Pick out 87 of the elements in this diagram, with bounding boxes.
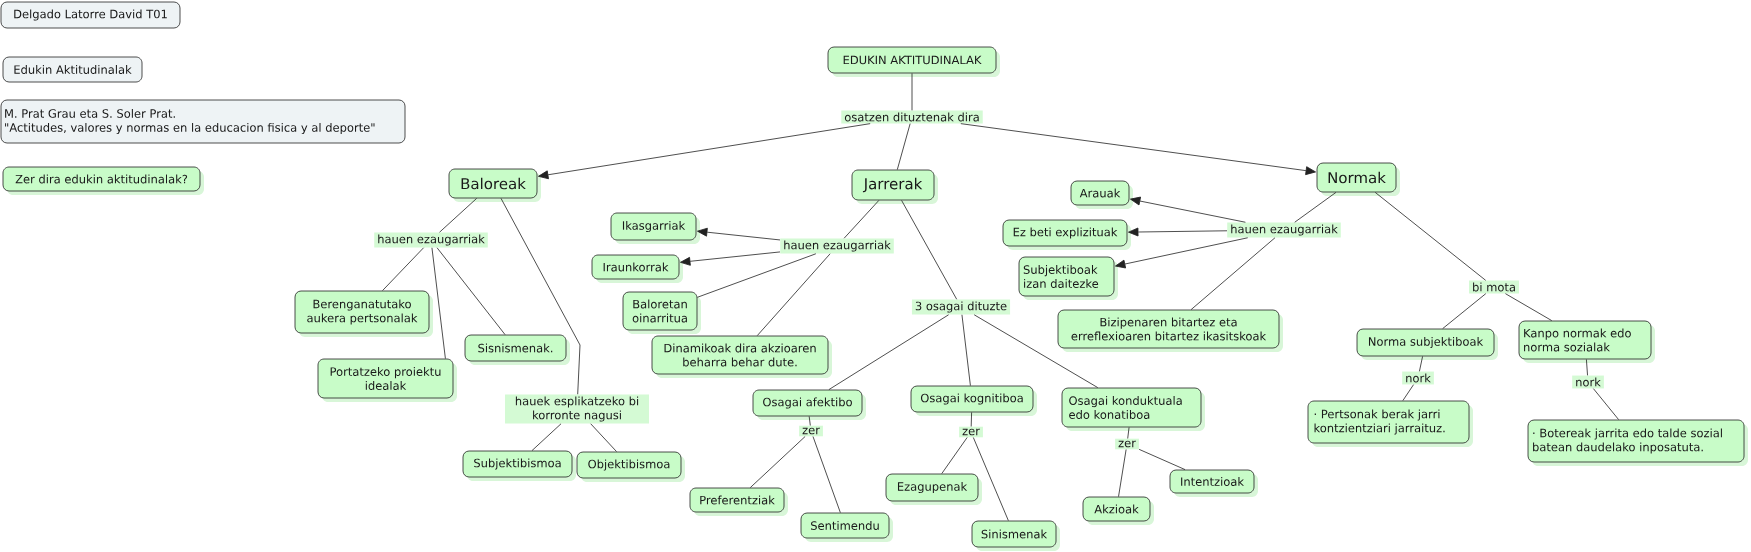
connector-line <box>1294 192 1337 223</box>
arrow <box>680 251 781 266</box>
connector-line <box>1586 359 1588 376</box>
concept-box: Sisnismenak. <box>464 334 570 365</box>
arrow <box>697 227 781 241</box>
concept-box: Baloreak <box>448 168 541 202</box>
connector-line <box>531 423 562 451</box>
connector-line <box>972 437 1009 521</box>
linking-phrase: hauen ezaugarriak <box>374 232 488 248</box>
connector-line <box>808 416 811 426</box>
connector-line <box>1402 384 1414 401</box>
concept-box: Intentzioak <box>1169 469 1258 497</box>
concept-box: Bizipenaren bitartez eta erreflexioaren bitartez ikasitskoak <box>1057 309 1283 352</box>
arrow <box>960 123 1316 176</box>
concept-box: · Pertsonak berak jarri kontzientziari jarraituz. <box>1307 400 1473 447</box>
connector-line <box>1505 293 1553 321</box>
linking-phrase: zer <box>1115 438 1139 450</box>
connector-line <box>973 314 1099 388</box>
concept-box: Subjektiboak izan daitezke <box>1018 256 1118 300</box>
concept-box: Osagai afektibo <box>752 389 866 420</box>
linking-phrase: zer <box>959 426 983 438</box>
arrow <box>1130 196 1246 223</box>
connector-line <box>843 200 880 239</box>
connector-line <box>828 314 949 390</box>
connector-line <box>1118 449 1127 497</box>
concept-box: Ez beti explizituak <box>1002 219 1131 250</box>
linking-phrase: nork <box>1572 375 1604 389</box>
concept-box: Baloretan oinarritua <box>622 291 701 334</box>
concept-box: Osagai konduktuala edo konatiboa <box>1061 387 1205 431</box>
concept-box: Normak <box>1316 162 1400 196</box>
connector-line <box>911 73 913 111</box>
concept-box: Norma subjektiboak <box>1356 328 1498 360</box>
arrow <box>538 123 871 180</box>
connector-line <box>697 253 817 298</box>
concept-box: Jarrerak <box>851 169 938 204</box>
arrow <box>1128 227 1228 237</box>
connector-line <box>961 314 971 386</box>
concept-box: Preferentziak <box>689 487 788 516</box>
concept-box: Portatzeko proiektu idealak <box>317 358 457 402</box>
connector-line <box>1127 427 1130 439</box>
concept-box: Sentimendu <box>800 512 893 542</box>
connector-line <box>1138 448 1186 470</box>
note-box: M. Prat Grau eta S. Soler Prat. "Actitudes, valores y normas en la educacion fisica y al deporte" <box>0 99 406 144</box>
linking-phrase: bi mota <box>1469 280 1519 294</box>
connector-line <box>1442 293 1487 329</box>
linking-phrase: hauek esplikatzeko bi korronte nagusi <box>505 394 649 424</box>
concept-box: Akzioak <box>1082 496 1154 525</box>
linking-phrase: hauen ezaugarriak <box>1227 222 1341 238</box>
connector-line <box>970 412 972 427</box>
linking-phrase: 3 osagai dituzte <box>911 299 1011 315</box>
concept-box: Ezagupenak <box>885 473 982 505</box>
connector-line <box>1374 192 1487 281</box>
connector-line <box>749 436 806 488</box>
linking-phrase: zer <box>799 425 823 437</box>
concept-box: Dinamikoak dira akzioaren beharra behar dute. <box>651 335 832 378</box>
arrow <box>1115 237 1249 269</box>
concept-box: · Botereak jarrita edo talde sozial batean daudelako inposatuta. <box>1527 419 1748 466</box>
connector-line <box>436 247 506 335</box>
concept-box: Zer dira edukin aktitudinalak? <box>2 166 204 195</box>
connector-line <box>1190 237 1276 310</box>
connector-line <box>382 247 424 291</box>
connector-line <box>896 123 911 170</box>
linking-phrase: hauen ezaugarriak <box>780 238 894 254</box>
concept-box: Berenganatutako aukera pertsonalak <box>294 290 433 337</box>
connector-line <box>590 423 617 452</box>
concept-box: Arauak <box>1070 180 1133 209</box>
connector-line <box>1593 388 1619 420</box>
concept-box: EDUKIN AKTITUDINALAK <box>827 46 1000 77</box>
concept-box: Objektibismoa <box>576 451 685 482</box>
concept-box: Osagai kognitiboa <box>910 385 1037 416</box>
linking-phrase: nork <box>1402 371 1434 385</box>
connector-line <box>901 200 958 300</box>
connector-line <box>812 436 841 513</box>
connector-line <box>941 437 968 474</box>
concept-box: Ikasgarriak <box>610 212 700 244</box>
connector-line <box>756 253 831 336</box>
connector-line <box>500 198 581 395</box>
concept-box: Kanpo normak edo norma sozialak <box>1518 320 1655 363</box>
note-box: Delgado Latorre David T01 <box>0 1 181 29</box>
concept-box: Subjektibismoa <box>462 450 576 481</box>
connector-line <box>1419 356 1423 372</box>
concept-box: Sinismenak <box>971 520 1060 551</box>
connector-line <box>431 247 446 359</box>
note-box: Edukin Aktitudinalak <box>2 56 143 83</box>
linking-phrase: osatzen dituztenak dira <box>841 110 983 124</box>
connector-line <box>439 198 478 233</box>
concept-box: Iraunkorrak <box>591 254 683 283</box>
